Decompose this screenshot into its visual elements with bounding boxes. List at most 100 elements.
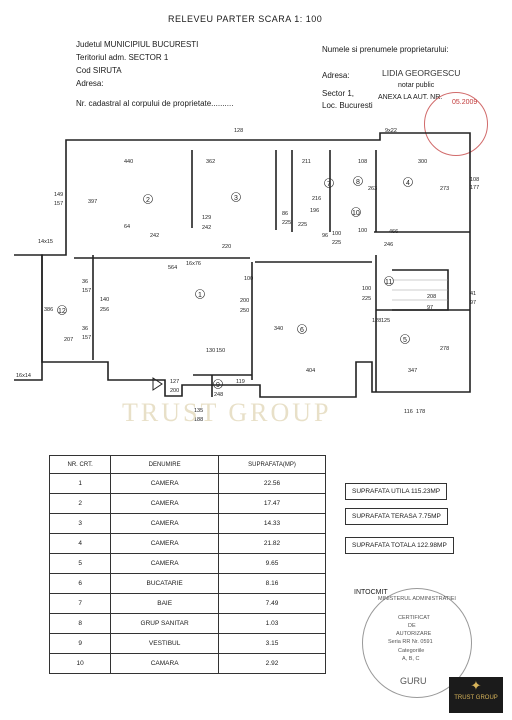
room-8: 8	[356, 179, 360, 186]
county-label: Judetul MUNICIPIUL BUCURESTI	[76, 40, 199, 49]
cell-denumire: CAMERA	[110, 513, 220, 534]
dim-label: 128	[372, 318, 381, 324]
cell-suprafata: 21.82	[218, 533, 326, 554]
dim-label: 440	[124, 159, 133, 165]
territory-label: Teritoriul adm. SECTOR 1	[76, 53, 169, 62]
dim-label: 9x22	[385, 128, 397, 134]
dim-label: 100	[244, 276, 253, 282]
dim-label: 100	[332, 231, 341, 237]
owners-label: Numele si prenumele proprietarului:	[322, 45, 449, 54]
handshake-icon: ✦	[470, 678, 482, 693]
surface-util-box: SUPRAFATA UTILA 115.23MP	[345, 483, 448, 500]
floor-plan: 1 2 3 4 5 6 7 8 9 10 11 12 440 362 211 1…	[14, 128, 479, 423]
seal-line-2: DE	[408, 623, 416, 629]
cell-nr: 3	[48, 513, 112, 534]
dim-label: 129	[202, 215, 211, 221]
dim-label: 263	[368, 186, 377, 192]
dim-label: 466	[389, 229, 398, 235]
room-12: 12	[58, 308, 66, 315]
seal-line-4: Seria RR Nr. 0591	[388, 639, 433, 645]
col-header-denumire: DENUMIRE	[110, 455, 220, 474]
dim-label: 225	[332, 240, 341, 246]
room-2: 2	[146, 197, 150, 204]
cell-suprafata: 9.65	[218, 553, 326, 574]
dim-label: 300	[418, 159, 427, 165]
dim-label: 225	[298, 222, 307, 228]
room-9: 9	[216, 382, 220, 389]
dim-label: 41	[470, 291, 476, 297]
dim-label: 256	[100, 307, 109, 313]
dim-label: 16x76	[186, 261, 201, 267]
cell-denumire: CAMERA	[110, 533, 220, 554]
cell-nr: 4	[48, 533, 112, 554]
cell-nr: 10	[48, 653, 112, 674]
dim-label: 128	[234, 128, 243, 134]
cell-nr: 2	[48, 493, 112, 514]
dim-label: 196	[310, 208, 319, 214]
cell-denumire: CAMERA	[110, 493, 220, 514]
dim-label: 97	[470, 300, 476, 306]
siruta-label: Cod SIRUTA	[76, 66, 122, 75]
dim-label: 347	[408, 368, 417, 374]
cell-denumire: CAMERA	[110, 473, 220, 494]
dim-label: 250	[240, 308, 249, 314]
dim-label: 220	[222, 244, 231, 250]
cell-suprafata: 1.03	[218, 613, 326, 634]
cell-denumire: BUCATARIE	[110, 573, 220, 594]
dim-label: 36	[82, 326, 88, 332]
dim-label: 386	[44, 307, 53, 313]
cell-nr: 7	[48, 593, 112, 614]
locality-label: Loc. Bucuresti	[322, 101, 373, 110]
dim-label: 157	[82, 288, 91, 294]
cell-denumire: VESTIBUL	[110, 633, 220, 654]
dim-label: 157	[54, 201, 63, 207]
cell-nr: 1	[48, 473, 112, 494]
dim-label: 362	[206, 159, 215, 165]
seal-line-1: CERTIFICAT	[398, 615, 430, 621]
surface-total-box: SUPRAFATA TOTALA 122.98MP	[345, 537, 454, 554]
dim-label: 178	[416, 409, 425, 415]
col-header-nr: NR. CRT.	[48, 455, 112, 474]
room-5: 5	[403, 337, 407, 344]
dim-label: 211	[302, 159, 311, 165]
dim-label: 16x14	[16, 373, 31, 379]
cell-denumire: BAIE	[110, 593, 220, 614]
room-3: 3	[234, 195, 238, 202]
document-title: RELEVEU PARTER SCARA 1: 100	[168, 14, 323, 24]
cell-suprafata: 2.92	[218, 653, 326, 674]
cell-nr: 9	[48, 633, 112, 654]
company-logo: ✦ TRUST GROUP	[449, 677, 503, 713]
dim-label: 14x15	[38, 239, 53, 245]
dim-label: 242	[150, 233, 159, 239]
cell-suprafata: 7.49	[218, 593, 326, 614]
dim-label: 135	[194, 408, 203, 414]
sector-label: Sector 1,	[322, 89, 355, 98]
dim-label: 100	[362, 286, 371, 292]
seal-line-5: Categoriile	[398, 648, 425, 654]
cell-nr: 5	[48, 553, 112, 574]
dim-label: 130	[206, 348, 215, 354]
dim-label: 208	[427, 294, 436, 300]
dim-label: 97	[427, 305, 433, 311]
cell-suprafata: 3.15	[218, 633, 326, 654]
dim-label: 119	[236, 379, 245, 385]
dim-label: 216	[312, 196, 321, 202]
stamp-role: notar public	[398, 82, 435, 89]
dim-label: 225	[362, 296, 371, 302]
stamp-annex: ANEXA LA AUT. NR.	[378, 94, 443, 101]
cell-suprafata: 22.56	[218, 473, 326, 494]
cell-suprafata: 14.33	[218, 513, 326, 534]
room-1: 1	[198, 292, 202, 299]
dim-label: 157	[82, 335, 91, 341]
dim-label: 36	[82, 279, 88, 285]
dim-label: 96	[322, 233, 328, 239]
room-7: 7	[327, 181, 331, 188]
